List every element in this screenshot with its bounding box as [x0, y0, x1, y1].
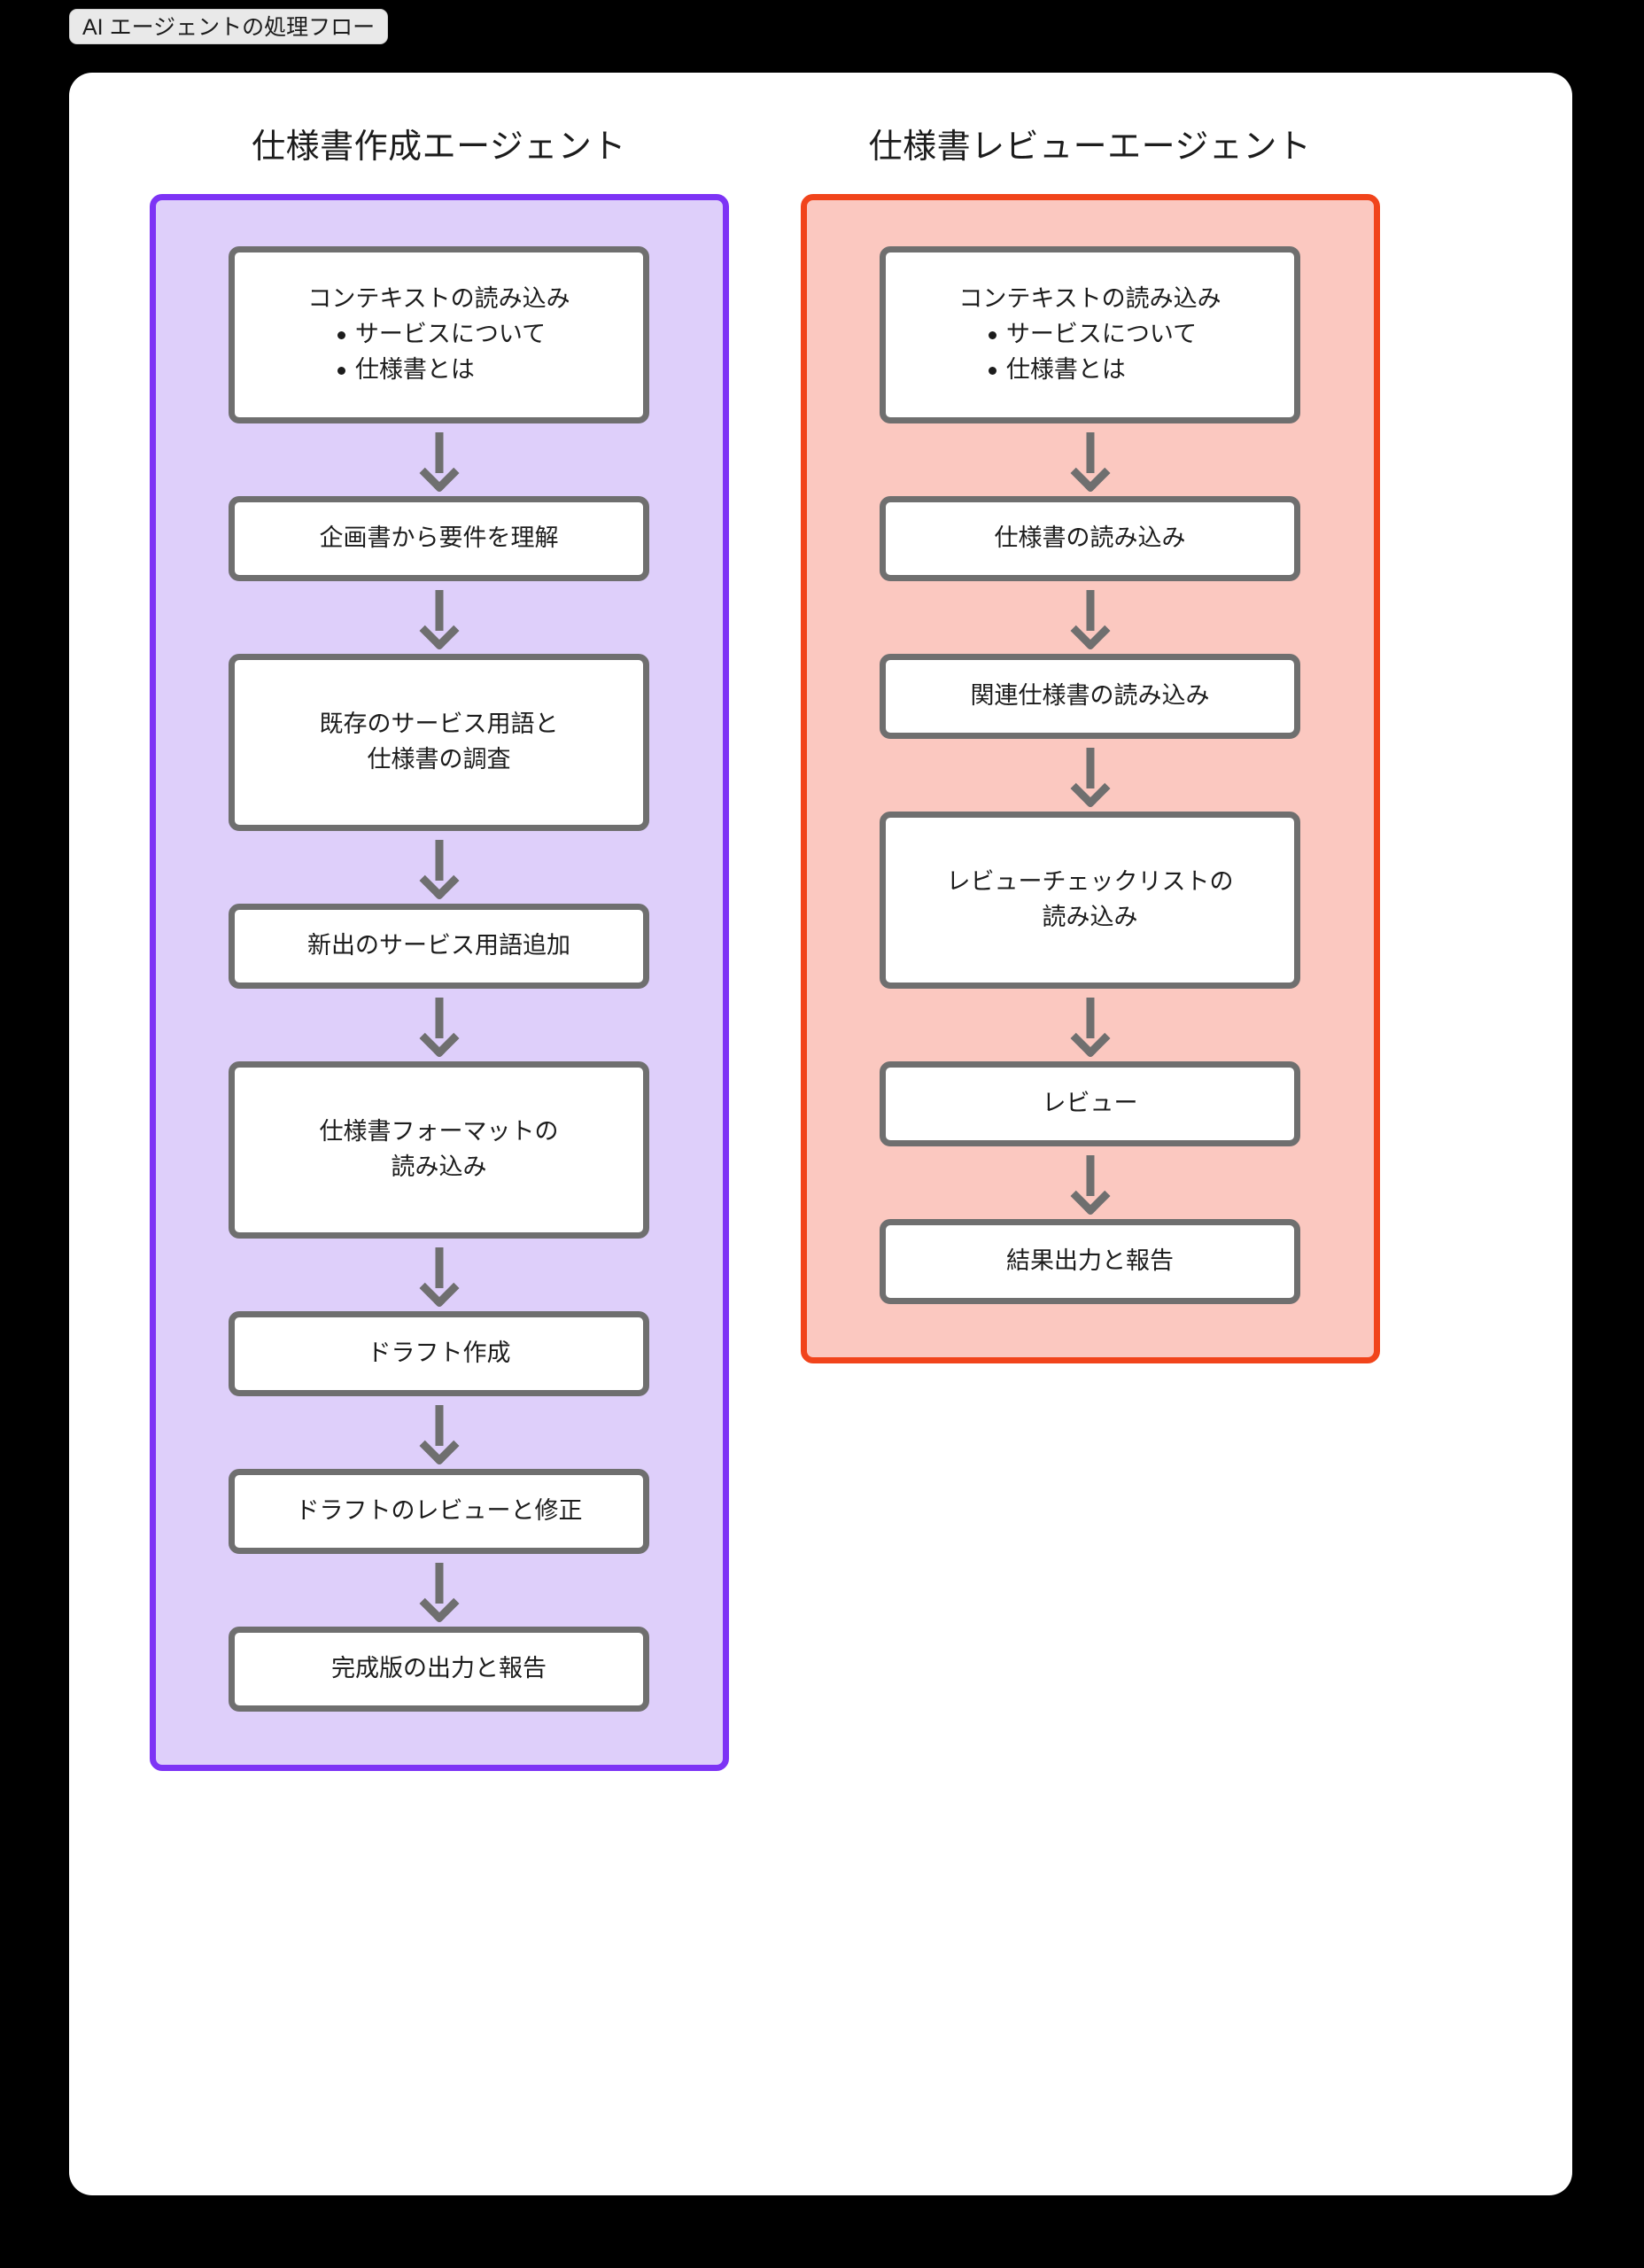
subgraph-spec-writer-agent: コンテキストの読み込み サービスについて 仕様書とは 企画書から要件を理解 既存…: [149, 194, 729, 1771]
list-item: 仕様書とは: [332, 353, 546, 388]
node-create-draft[interactable]: ドラフト作成: [229, 1311, 649, 1396]
node-label: 関連仕様書の読み込み: [970, 682, 1210, 710]
arrow-down-icon: [1069, 432, 1111, 493]
list-item: 仕様書とは: [983, 353, 1197, 388]
node-load-spec-format[interactable]: 仕様書フォーマットの 読み込み: [229, 1061, 649, 1239]
list-item: サービスについて: [983, 317, 1197, 353]
node-label: レビューチェックリストの: [946, 868, 1234, 896]
node-label: 既存のサービス用語と: [319, 711, 559, 738]
node-heading: コンテキストの読み込み: [958, 285, 1221, 313]
node-label: 仕様書フォーマットの: [319, 1118, 559, 1146]
node-label: 結果出力と報告: [1006, 1247, 1174, 1275]
node-review-and-fix-draft[interactable]: ドラフトのレビューと修正: [229, 1469, 649, 1554]
arrow-down-icon: [418, 590, 460, 651]
column-spec-writer-agent: 仕様書作成エージェント コンテキストの読み込み サービスについて 仕様書とは 企…: [113, 73, 764, 2195]
node-understand-requirements[interactable]: 企画書から要件を理解: [229, 496, 649, 581]
node-output-final-report[interactable]: 完成版の出力と報告: [229, 1627, 649, 1712]
arrow-down-icon: [418, 1563, 460, 1624]
node-label: レビュー: [1042, 1090, 1138, 1117]
diagram-columns: 仕様書作成エージェント コンテキストの読み込み サービスについて 仕様書とは 企…: [69, 73, 1572, 2195]
column-title-spec-reviewer: 仕様書レビューエージェント: [868, 128, 1312, 166]
arrow-down-icon: [418, 1405, 460, 1466]
node-label: 企画書から要件を理解: [319, 524, 559, 552]
diagram-card: 仕様書作成エージェント コンテキストの読み込み サービスについて 仕様書とは 企…: [69, 73, 1572, 2195]
arrow-down-icon: [418, 840, 460, 901]
arrow-down-icon: [1069, 1155, 1111, 1216]
node-context-load-right[interactable]: コンテキストの読み込み サービスについて 仕様書とは: [880, 246, 1300, 423]
node-heading: コンテキストの読み込み: [307, 285, 570, 313]
arrow-down-icon: [1069, 748, 1111, 809]
list-item: サービスについて: [332, 317, 546, 353]
arrow-down-icon: [418, 998, 460, 1059]
node-load-related-specs[interactable]: 関連仕様書の読み込み: [880, 654, 1300, 739]
node-label: ドラフトのレビューと修正: [295, 1497, 583, 1525]
node-label: 仕様書の調査: [367, 746, 511, 773]
diagram-title-tab: AI エージェントの処理フロー: [69, 9, 389, 44]
node-load-spec[interactable]: 仕様書の読み込み: [880, 496, 1300, 581]
arrow-down-icon: [418, 432, 460, 493]
arrow-down-icon: [418, 1247, 460, 1309]
node-survey-existing-terms[interactable]: 既存のサービス用語と 仕様書の調査: [229, 654, 649, 831]
node-review[interactable]: レビュー: [880, 1061, 1300, 1146]
node-bullet-list: サービスについて 仕様書とは: [332, 317, 546, 388]
node-context-load-left[interactable]: コンテキストの読み込み サービスについて 仕様書とは: [229, 246, 649, 423]
arrow-down-icon: [1069, 998, 1111, 1059]
node-load-review-checklist[interactable]: レビューチェックリストの 読み込み: [880, 812, 1300, 989]
column-title-spec-writer: 仕様書作成エージェント: [252, 128, 626, 166]
node-label: 完成版の出力と報告: [331, 1655, 547, 1682]
node-bullet-list: サービスについて 仕様書とは: [983, 317, 1197, 388]
node-label: 仕様書の読み込み: [994, 524, 1186, 552]
node-output-result-report[interactable]: 結果出力と報告: [880, 1219, 1300, 1304]
arrow-down-icon: [1069, 590, 1111, 651]
node-add-new-terms[interactable]: 新出のサービス用語追加: [229, 904, 649, 989]
subgraph-spec-review-agent: コンテキストの読み込み サービスについて 仕様書とは 仕様書の読み込み 関連仕様…: [800, 194, 1380, 1363]
column-spec-review-agent: 仕様書レビューエージェント コンテキストの読み込み サービスについて 仕様書とは…: [764, 73, 1415, 2195]
node-label: 読み込み: [1042, 904, 1138, 930]
node-label: 新出のサービス用語追加: [307, 932, 570, 959]
node-label: ドラフト作成: [367, 1340, 511, 1367]
node-label: 読み込み: [391, 1153, 487, 1180]
